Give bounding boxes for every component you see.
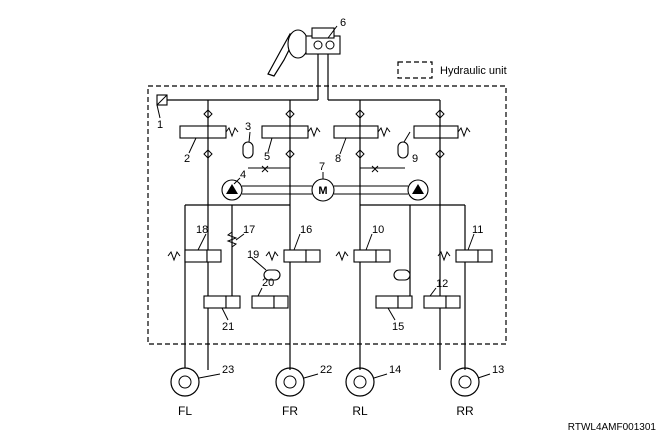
wheel-rl: [345, 367, 375, 397]
callout-23: 23: [222, 364, 234, 376]
callout-3: 3: [245, 121, 251, 133]
callout-17: 17: [243, 224, 255, 236]
callout-1: 1: [157, 119, 163, 131]
legend-label: Hydraulic unit: [440, 65, 507, 77]
valve-12: [423, 295, 461, 309]
motor-letter: M: [318, 185, 327, 197]
wheel-label-rr: RR: [456, 404, 474, 418]
valve-15: [375, 295, 413, 309]
valve-10: [335, 249, 391, 263]
valve-5: [261, 125, 321, 139]
wheel-fr: [275, 367, 305, 397]
master-cylinder-booster: [267, 27, 341, 100]
figure-code: RTWL4AMF001301: [568, 422, 657, 433]
callout-4: 4: [240, 169, 246, 181]
wheel-fl: [170, 367, 200, 397]
callout-19: 19: [247, 249, 259, 261]
callout-21: 21: [222, 321, 234, 333]
callout-7: 7: [319, 161, 325, 173]
wheel-label-fr: FR: [282, 404, 298, 418]
callout-16: 16: [300, 224, 312, 236]
wheel-label-fl: FL: [178, 404, 192, 418]
pump-right: [407, 179, 429, 201]
hydraulic-unit-boundary: [147, 85, 507, 345]
valve-11: [437, 249, 493, 263]
callout-11: 11: [472, 224, 483, 236]
wheel-label-rl: RL: [352, 404, 368, 418]
callout-18: 18: [196, 224, 208, 236]
valve-16: [265, 249, 321, 263]
callout-12: 12: [436, 278, 448, 290]
callout-8: 8: [335, 153, 341, 165]
wheel-rr: [450, 367, 480, 397]
callout-15: 15: [392, 321, 404, 333]
callout-20: 20: [262, 277, 274, 289]
reservoir-right: [393, 269, 411, 281]
callout-14: 14: [389, 364, 401, 376]
callout-9: 9: [412, 153, 418, 165]
callout-10: 10: [372, 224, 384, 236]
accumulator-9: [397, 141, 409, 159]
callout-22: 22: [320, 364, 332, 376]
valve-9: [413, 125, 471, 139]
valve-8: [333, 125, 391, 139]
callout-5: 5: [264, 151, 270, 163]
valve-21: [203, 295, 241, 309]
reservoir-19: [263, 269, 281, 281]
callout-13: 13: [492, 364, 504, 376]
valve-20: [251, 295, 289, 309]
callout-6: 6: [340, 17, 346, 29]
accumulator-3: [242, 141, 254, 159]
valve-2: [179, 125, 239, 139]
legend-symbol: [397, 61, 433, 79]
callout-2: 2: [184, 153, 190, 165]
valve-18: [167, 249, 222, 263]
pump-left: [221, 179, 243, 201]
